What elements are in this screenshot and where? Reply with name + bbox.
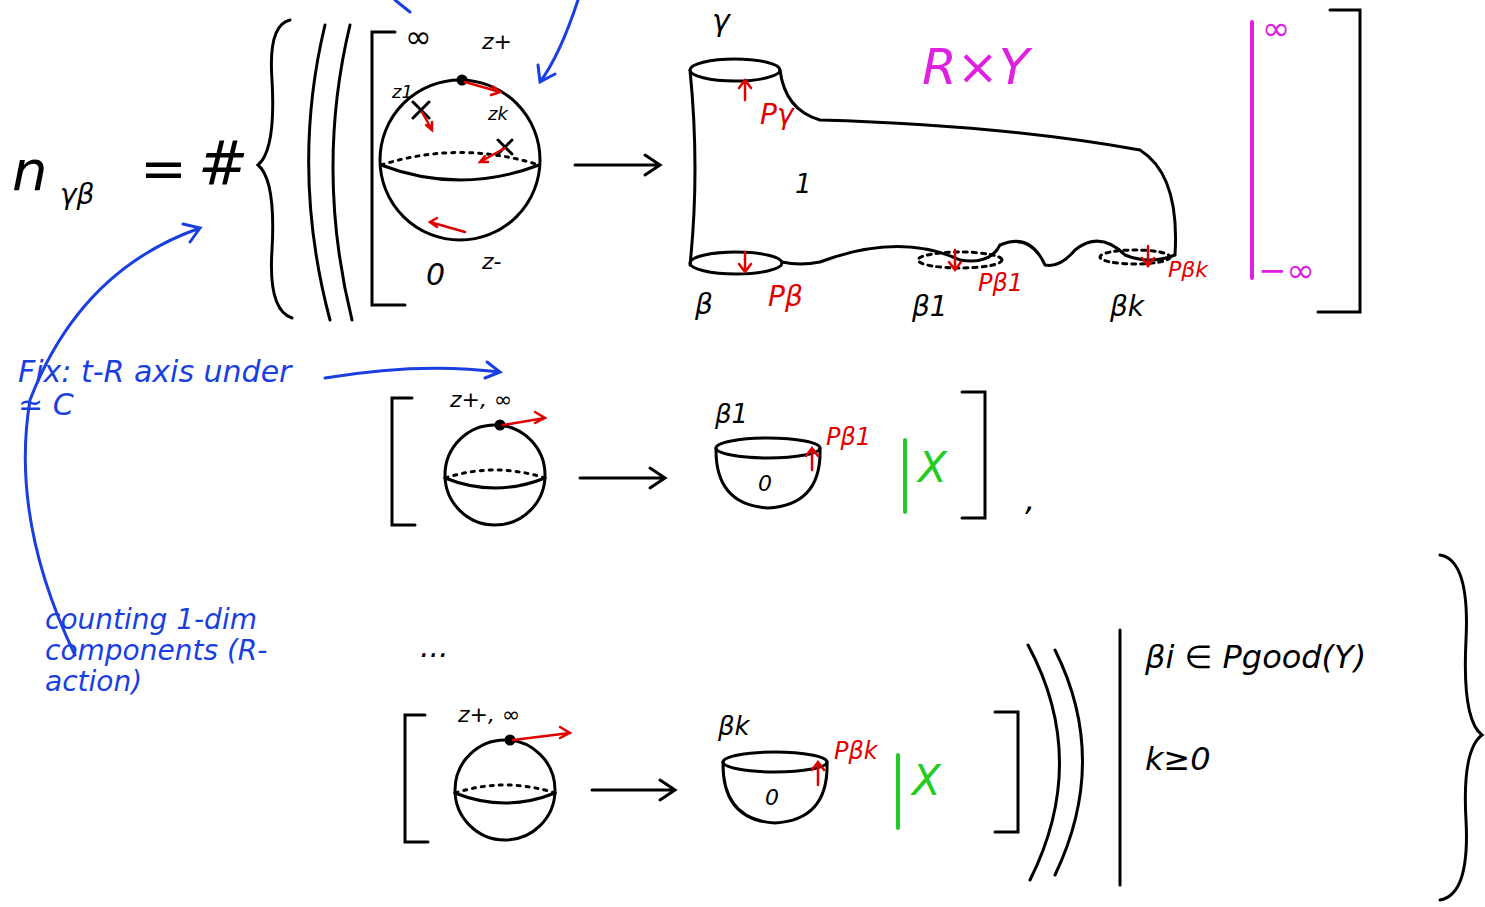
marker-arrows — [739, 80, 1154, 272]
label: z+ — [482, 30, 512, 54]
label: Pβ1 — [978, 270, 1023, 296]
label: X — [918, 445, 947, 491]
separator — [896, 755, 900, 828]
label: 0 — [758, 472, 772, 496]
label: −∞ — [1258, 252, 1315, 289]
orbit-circle — [690, 59, 780, 81]
label: # — [198, 130, 248, 196]
equator — [455, 785, 555, 793]
label: counting 1-dim components (R-action) — [45, 605, 290, 697]
sphere — [380, 80, 540, 240]
label: zk — [488, 104, 508, 124]
orbit-circle — [716, 438, 820, 458]
label: 0 — [765, 786, 779, 810]
paren — [1028, 645, 1060, 880]
bracket — [995, 712, 1018, 832]
label: n — [12, 140, 48, 202]
label: β — [695, 290, 713, 321]
label: βi ∈ Pgood(Y) — [1145, 640, 1366, 675]
label: Pγ — [760, 100, 793, 131]
label: z+, ∞ — [450, 388, 512, 412]
set-bar — [1119, 630, 1122, 885]
sphere — [445, 425, 545, 525]
label: R×Y — [922, 40, 1029, 95]
curly-brace — [1440, 555, 1482, 900]
label: X — [912, 758, 941, 804]
map-arrow — [580, 468, 665, 488]
map-arrow — [592, 780, 675, 800]
separator — [903, 440, 907, 512]
paren — [1055, 650, 1083, 875]
bracket — [1318, 10, 1360, 312]
equator — [445, 478, 545, 488]
tangent-arrow — [513, 727, 570, 740]
equator — [445, 470, 545, 478]
label: 0 — [426, 258, 445, 291]
label: Pβk — [834, 738, 878, 764]
orbit-circle — [690, 252, 782, 274]
label: k≥0 — [1145, 742, 1211, 777]
label: Fix: t-R axis under ≃ C — [18, 355, 308, 421]
marker-arrow — [806, 448, 818, 470]
bracket — [962, 392, 985, 518]
orbit-circle — [918, 252, 1002, 268]
label: z1 — [392, 82, 413, 102]
plane — [716, 448, 820, 508]
label: βk — [1110, 292, 1144, 323]
paren — [309, 25, 330, 320]
label: β1 — [912, 292, 948, 323]
label: Pβ1 — [826, 424, 871, 450]
label: ∞ — [1262, 10, 1290, 47]
holomorphic-curve — [690, 70, 1176, 265]
equator — [381, 165, 539, 180]
label: z- — [482, 250, 502, 274]
equator — [381, 153, 539, 166]
label: γβ — [60, 180, 94, 211]
label: Pβ — [768, 282, 803, 313]
annotation-arrows — [25, 0, 578, 655]
r-axis — [1250, 22, 1254, 278]
tangent-arrow — [503, 412, 545, 425]
bracket — [405, 715, 428, 842]
label: 1 — [795, 170, 812, 199]
label: βk — [718, 712, 750, 741]
orbit-circle — [1100, 250, 1170, 264]
label: ... — [420, 630, 449, 663]
label: β1 — [715, 400, 748, 429]
marker-arrow — [812, 762, 824, 785]
label: ∞ — [405, 20, 432, 55]
paren — [333, 25, 352, 320]
label: z+, ∞ — [458, 703, 520, 727]
curly-brace — [258, 20, 292, 318]
marked-point — [413, 102, 512, 154]
label: Pβk — [1168, 258, 1208, 282]
label: γ — [712, 4, 730, 37]
label: , — [1025, 482, 1035, 517]
label: = — [140, 138, 187, 200]
sphere — [455, 740, 555, 840]
equator — [455, 793, 555, 803]
plane — [723, 762, 827, 823]
map-arrow — [575, 155, 660, 175]
bracket — [392, 398, 415, 525]
